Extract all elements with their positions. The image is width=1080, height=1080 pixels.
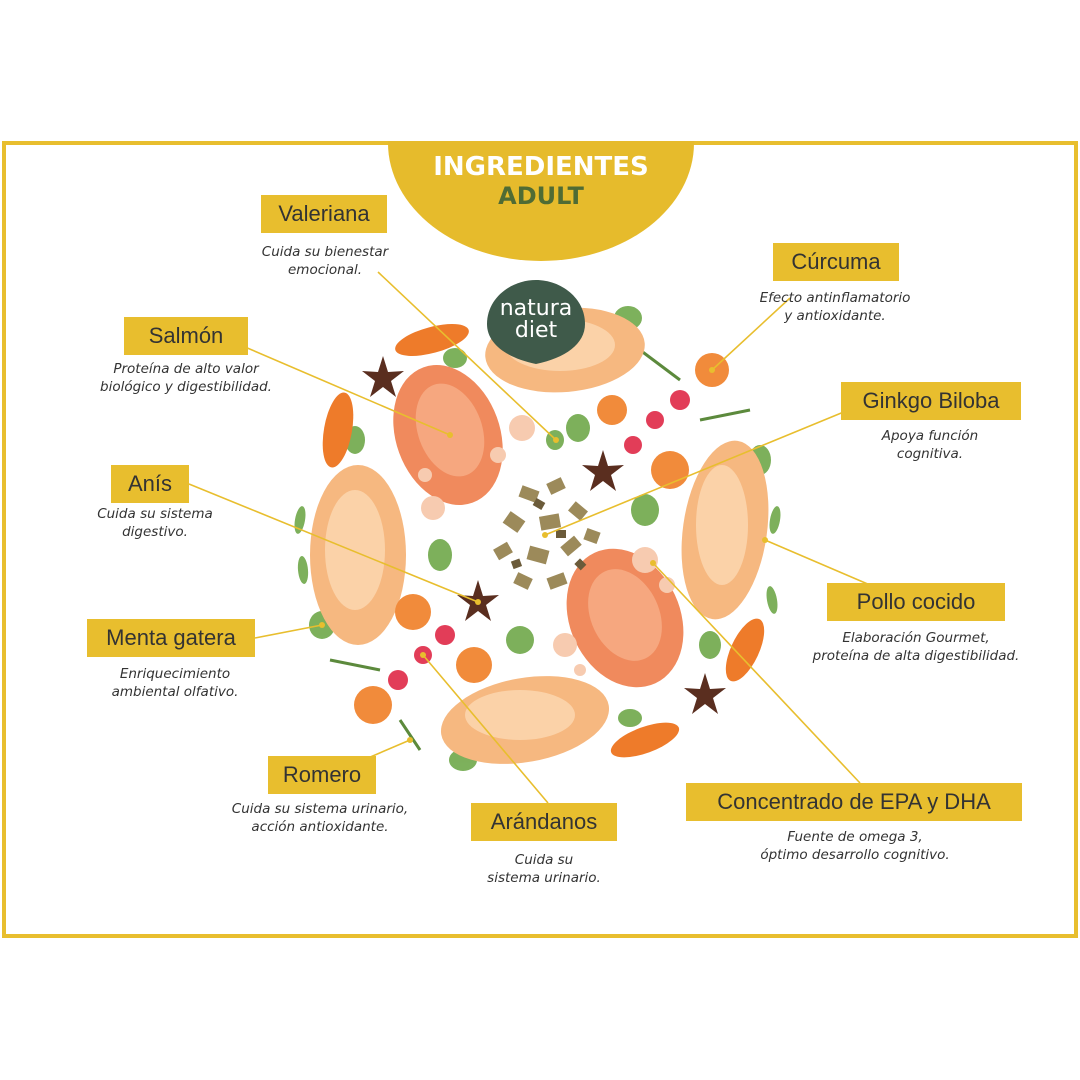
label-pollo-cocido: Pollo cocido (827, 583, 1005, 621)
label-ginkgo-biloba: Ginkgo Biloba (841, 382, 1021, 420)
logo-text-diet: diet (514, 318, 558, 343)
label-valeriana: Valeriana (261, 195, 387, 233)
label-concentrado-epa-dha: Concentrado de EPA y DHA (686, 783, 1022, 821)
natura-diet-logo: natura diet (481, 276, 591, 366)
connector-lines (188, 271, 871, 804)
label-menta-gatera: Menta gatera (87, 619, 255, 657)
desc-romero: Cuida su sistema urinario,acción antioxi… (231, 801, 409, 835)
label-arandanos: Arándanos (471, 803, 617, 841)
desc-concentrado-epa-dha: Fuente de omega 3,óptimo desarrollo cogn… (760, 829, 950, 863)
label-salmon: Salmón (124, 317, 248, 355)
label-curcuma: Cúrcuma (773, 243, 899, 281)
label-romero: Romero (268, 756, 376, 794)
label-anis: Anís (111, 465, 189, 503)
desc-pollo-cocido: Elaboración Gourmet,proteína de alta dig… (812, 630, 1020, 664)
page-subtitle: ADULT (498, 182, 584, 210)
logo-text-natura: natura (499, 296, 573, 321)
page-title: INGREDIENTES (433, 152, 649, 182)
